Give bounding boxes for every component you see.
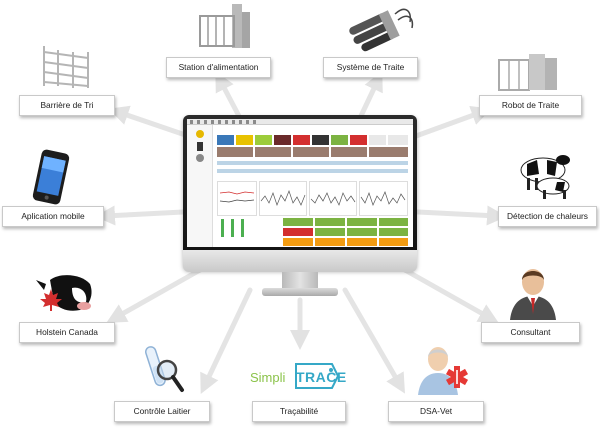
arrow-traite [357,70,383,121]
label-dsa-vet: DSA-Vet [388,401,484,422]
maple-leaf-icon [40,289,62,311]
label-detection-chaleurs: Détection de chaleurs [498,206,597,227]
holstein-cow-icon [36,275,92,311]
test-tube-magnifier-icon [144,346,184,392]
monitor-base [262,288,338,296]
tag-shape-icon [295,363,340,389]
logo-text-simpli: Simpli [250,370,286,385]
simplitrace-logo: Simpli TRACE [250,356,350,392]
star-of-life-icon [445,366,469,388]
label-tracabilite: Traçabilité [252,401,346,422]
label-consultant: Consultant [481,322,580,343]
label-systeme-traite: Système de Traite [323,57,418,78]
sorting-gate-icon [43,46,89,88]
arrow-consultant [402,267,499,323]
label-controle-laitier: Contrôle Laitier [114,401,210,422]
veterinarian-avatar-icon [418,347,458,395]
label-station-alimentation: Station d'alimentation [166,57,271,78]
arrow-controle [200,287,253,395]
monitor-stand [282,272,318,290]
feeding-station-icon [199,4,250,48]
milking-robot-icon [498,54,557,91]
arrow-station [215,71,243,121]
label-holstein-canada: Holstein Canada [19,322,115,343]
arrow-chaleurs [415,205,507,226]
label-barriere-tri: Barrière de Tri [19,95,115,116]
arrow-holstein [106,267,203,323]
label-application-mobile: Aplication mobile [2,206,104,227]
arrow-mobile [95,205,186,226]
consultant-avatar-icon [510,269,556,320]
milking-cluster-icon [349,8,414,52]
smartphone-icon [32,149,70,205]
cows-icon [520,155,570,199]
arrow-dsavet [342,287,406,394]
monitor-chin [183,250,417,272]
label-robot-traite: Robot de Traite [479,95,582,116]
dashboard-screen [187,119,413,247]
logo-text-trace: TRACE [296,369,347,385]
arrow-robot [402,106,492,143]
